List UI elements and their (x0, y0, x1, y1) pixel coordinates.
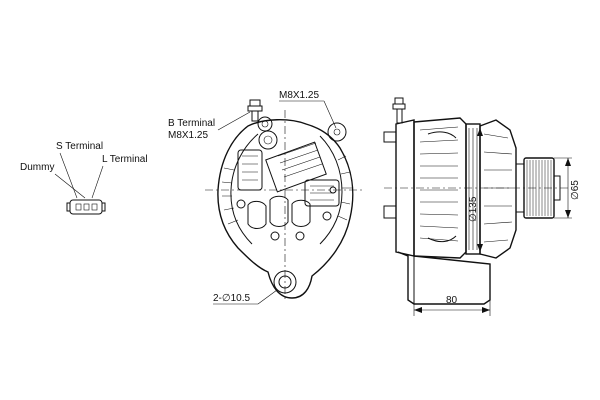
body-diameter-label: ∅135 (468, 196, 479, 222)
length-label: 80 (446, 295, 458, 306)
b-thread-label: M8X1.25 (168, 130, 208, 141)
dummy-label: Dummy (20, 162, 54, 173)
l-terminal-label: L Terminal (102, 154, 148, 165)
mount-holes-label: 2-∅10.5 (213, 293, 251, 304)
pulley-diameter-label: ∅65 (570, 180, 581, 200)
top-thread-label: M8X1.25 (279, 90, 319, 101)
s-terminal-label: S Terminal (56, 141, 103, 152)
b-terminal-label: B Terminal (168, 118, 215, 129)
connector-callout: S Terminal Dummy L Terminal (20, 141, 148, 215)
alternator-front-view (205, 99, 365, 300)
b-terminal-stud (247, 99, 278, 150)
connector-plug-icon (66, 199, 106, 215)
front-view-callouts: M8X1.25 B Terminal M8X1.25 2-∅10.5 (168, 90, 337, 305)
side-view-dimensions: ∅135 ∅65 80 (413, 128, 581, 316)
